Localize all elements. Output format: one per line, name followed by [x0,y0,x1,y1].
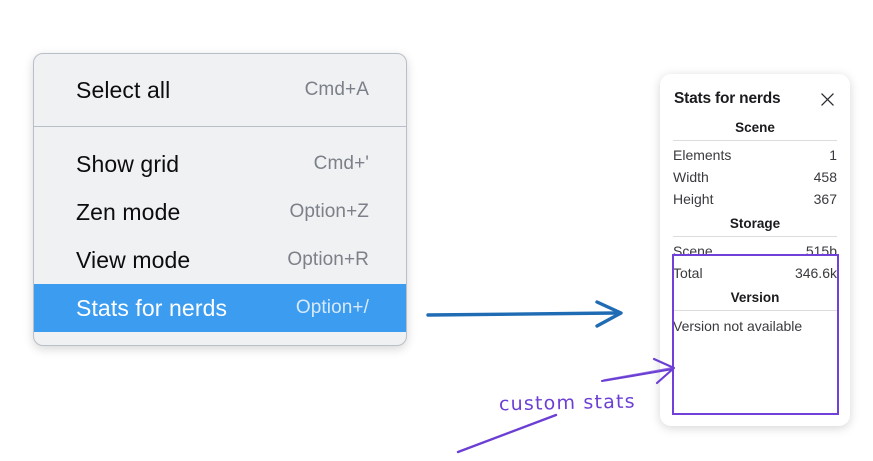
menu-item-label: Stats for nerds [76,294,228,321]
menu-item-label: Select all [76,76,171,103]
divider [673,140,837,141]
stat-value: 1 [829,147,837,163]
stat-row-height: Height 367 [673,188,837,210]
section-heading-version: Version [730,290,780,305]
menu-item-select-all[interactable]: Select all Cmd+A [34,66,406,114]
menu-item-label: Zen mode [76,198,181,225]
divider [673,236,837,237]
stat-key: Height [673,191,714,207]
menu-item-label: Show grid [76,150,180,177]
menu-item-shortcut: Option+Z [289,201,369,222]
menu-item-shortcut: Option+/ [295,297,369,318]
stat-key: Width [673,169,709,185]
menu-item-zen-mode[interactable]: Zen mode Option+Z [34,188,406,236]
blue-arrow-annotation [426,300,623,328]
stat-row-elements: Elements 1 [673,144,837,166]
menu-item-shortcut: Option+R [287,249,369,270]
menu-item-view-mode[interactable]: View mode Option+R [34,236,406,284]
stats-panel-header: Stats for nerds [660,74,850,114]
stat-key: Scene [673,243,713,259]
stat-key: Total [673,265,703,281]
stat-row-storage-scene: Scene 515b [673,240,837,262]
menu-separator [34,126,406,127]
version-value: Version not available [673,318,803,334]
stat-value: 515b [805,243,837,259]
panel-title: Stats for nerds [674,90,781,107]
menu-item-shortcut: Cmd+A [304,79,369,100]
menu-item-label: View mode [76,246,191,273]
menu-item-shortcut: Cmd+' [313,153,369,174]
stat-value: 458 [813,169,837,185]
context-menu-section-1: Select all Cmd+A [34,54,406,126]
stat-row-width: Width 458 [673,166,837,188]
context-menu[interactable]: Select all Cmd+A Show grid Cmd+' Zen mod… [33,53,407,346]
stat-value: 367 [813,191,837,207]
context-menu-section-2: Show grid Cmd+' Zen mode Option+Z View m… [34,127,406,345]
menu-item-show-grid[interactable]: Show grid Cmd+' [34,140,406,188]
divider [673,310,837,311]
stats-panel-body: Scene Elements 1 Width 458 Height 367 St… [660,114,850,337]
menu-item-stats-for-nerds[interactable]: Stats for nerds Option+/ [34,284,406,332]
custom-stats-handwritten-label: custom stats [498,390,636,416]
stat-value: 346.6k [794,265,837,281]
stat-row-storage-total: Total 346.6k [673,262,837,284]
stats-for-nerds-panel: Stats for nerds Scene Elements 1 Width 4… [660,74,850,426]
stat-key: Elements [673,147,732,163]
section-heading-scene: Scene [735,120,775,135]
section-heading-storage: Storage [729,216,781,231]
purple-underline-annotation [456,413,558,454]
close-icon[interactable] [819,91,836,108]
